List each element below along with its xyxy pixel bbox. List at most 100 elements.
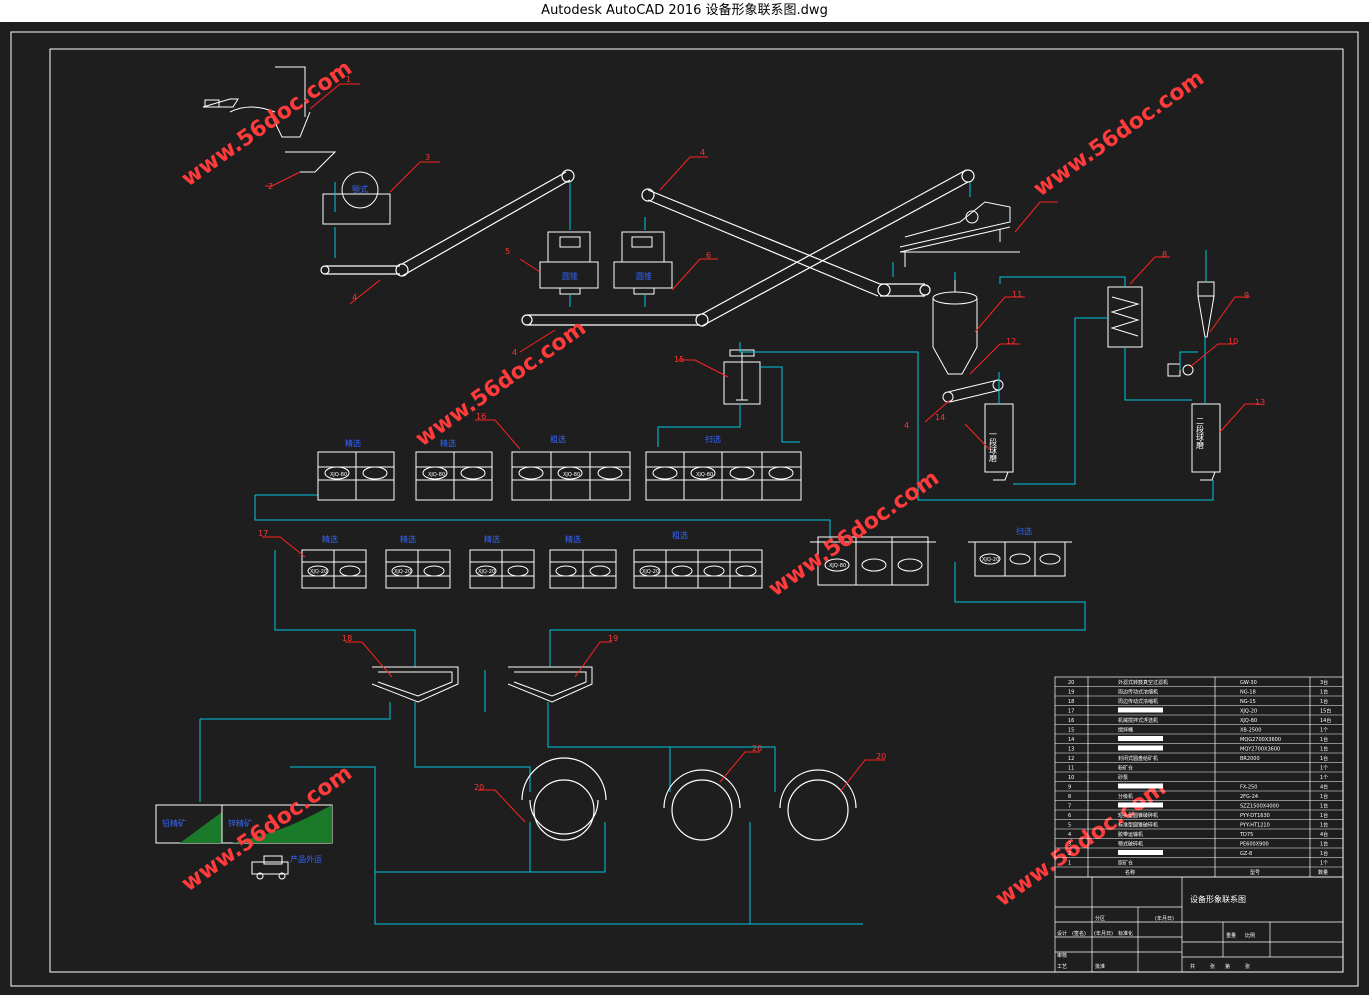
- spiral-classifier: [1107, 286, 1143, 348]
- outer-frame: [10, 31, 1359, 987]
- table-cell-name-redacted: [1118, 736, 1163, 741]
- callout-9: 9: [1244, 291, 1249, 300]
- bank-label: 精选: [345, 438, 361, 448]
- callout-15: 15: [674, 355, 684, 364]
- tb-sheet-d: 张: [1245, 963, 1250, 970]
- table-cell-name-redacted: [1118, 850, 1163, 855]
- tb-date: (年月日): [1094, 930, 1113, 937]
- agitation-tank: [723, 349, 761, 405]
- watermark: www.56doc.com: [1029, 66, 1209, 202]
- table-cell-qty: 1台: [1320, 793, 1328, 800]
- bank-label: 精选: [484, 534, 500, 544]
- product2-label: 锌精矿: [228, 818, 252, 828]
- callout-20c: 20: [876, 752, 886, 761]
- table-cell-model: PE600X900: [1240, 842, 1269, 848]
- ball-mill-1-label: 一段球磨: [989, 430, 998, 463]
- cone-label-1: 圆锥: [562, 271, 578, 281]
- callout-5: 5: [505, 247, 510, 256]
- flotation-bank-2: [301, 536, 1072, 589]
- tb-row-a2: (年月日): [1155, 915, 1174, 922]
- table-cell-model: 2FG-24: [1240, 794, 1258, 800]
- product-bins: [155, 804, 333, 844]
- bank-label: 精选: [322, 534, 338, 544]
- table-cell-no: 7: [1068, 804, 1071, 810]
- thickeners: [371, 666, 593, 703]
- table-cell-qty: 1台: [1320, 812, 1328, 819]
- table-cell-name-redacted: [1118, 745, 1163, 751]
- tb-sheet-b: 张: [1210, 963, 1215, 970]
- equipment-table: [1054, 676, 1344, 878]
- disc-feeder-conveyor: [942, 379, 1004, 403]
- conveyors: [320, 169, 975, 327]
- table-cell-model: TD75: [1239, 832, 1253, 838]
- table-cell-no: 19: [1068, 690, 1074, 696]
- cell-label: XJQ-20: [642, 569, 659, 575]
- table-cell-name-redacted: [1118, 783, 1163, 789]
- watermark: www.56doc.com: [764, 466, 944, 602]
- drawing-title: 设备形象联系图: [1190, 894, 1246, 904]
- table-cell-no: 1: [1068, 861, 1071, 867]
- bank-label: 精选: [440, 438, 456, 448]
- callout-20a: 20: [474, 783, 484, 792]
- table-cell-model: PYY-HT1210: [1240, 823, 1270, 829]
- tb-review: 审核: [1057, 952, 1067, 959]
- title-block: [1054, 876, 1344, 973]
- table-cell-qty: 1个: [1320, 728, 1328, 734]
- cell-label: XJQ-20: [310, 569, 327, 575]
- flotation-bank-1: [317, 451, 802, 501]
- tb-std: 标准化: [1118, 930, 1133, 937]
- table-cell-no: 8: [1068, 794, 1071, 800]
- callout-13: 13: [1255, 398, 1265, 407]
- callout-4a: 4: [352, 293, 357, 302]
- tb-design: 设计: [1057, 930, 1067, 937]
- tb-sheet-c: 第: [1225, 963, 1230, 970]
- table-cell-model: GW-30: [1240, 680, 1257, 686]
- table-cell-qty: 1台: [1320, 689, 1328, 696]
- cell-label: XJQ-80: [428, 472, 445, 478]
- cell-label: XJQ-20: [478, 569, 495, 575]
- ball-mill-2: [1191, 403, 1221, 481]
- table-cell-no: 12: [1068, 756, 1074, 762]
- table-cell-name: 粉矿仓: [1118, 765, 1133, 772]
- cell-label: XJQ-80: [696, 472, 713, 478]
- tb-sign: (签名): [1072, 930, 1086, 937]
- callout-17: 17: [258, 529, 268, 538]
- table-cell-name-redacted: [1118, 802, 1163, 808]
- table-cell-qty: 3台: [1320, 679, 1328, 686]
- table-cell-no: 14: [1068, 737, 1074, 743]
- table-cell-qty: 1个: [1320, 775, 1328, 781]
- cone-crushers: [539, 231, 673, 295]
- table-cell-name: 短头型圆锥破碎机: [1118, 812, 1158, 819]
- watermark: www.56doc.com: [991, 776, 1171, 912]
- cell-label: XJQ-80: [330, 472, 347, 478]
- table-cell-model: MQG2700X3600: [1240, 737, 1281, 743]
- callout-4d: 4: [904, 421, 909, 430]
- table-cell-qty: 1台: [1320, 803, 1328, 810]
- callout-14: 14: [935, 413, 945, 422]
- table-cell-no: 16: [1068, 718, 1074, 724]
- table-cell-model: SZZ1500X4000: [1240, 804, 1279, 810]
- table-cell-model: NG-18: [1240, 690, 1256, 696]
- table-cell-no: 4: [1068, 832, 1071, 838]
- hydrocyclone: [1167, 281, 1215, 377]
- fine-ore-bin: [932, 280, 978, 375]
- table-cell-qty: 1个: [1320, 766, 1328, 772]
- table-cell-model: PYY-DT1630: [1240, 813, 1270, 819]
- table-header-qty: 数量: [1318, 869, 1328, 876]
- ball-mill-2-label: 二段球磨: [1196, 417, 1205, 450]
- table-cell-model: XJQ-20: [1240, 709, 1257, 715]
- table-cell-name: 机械搅拌式浮选机: [1118, 717, 1158, 724]
- table-cell-model: NG-15: [1240, 699, 1256, 705]
- table-cell-qty: 1个: [1320, 861, 1328, 867]
- cell-label: XJQ-20: [982, 557, 999, 563]
- table-cell-name: 胶带运输机: [1118, 831, 1143, 838]
- pipelines: [199, 182, 1214, 925]
- table-cell-qty: 1台: [1320, 736, 1328, 743]
- cad-canvas[interactable]: 颚式 圆锥 圆锥: [0, 22, 1369, 991]
- table-cell-qty: 1台: [1320, 755, 1328, 762]
- cell-label: XJQ-80: [829, 563, 846, 569]
- table-cell-no: 20: [1068, 680, 1074, 686]
- drawing-svg: 颚式 圆锥 圆锥: [10, 31, 1359, 987]
- table-cell-name: 封闭式圆盘给矿机: [1118, 755, 1158, 762]
- callout-11: 11: [1012, 290, 1022, 299]
